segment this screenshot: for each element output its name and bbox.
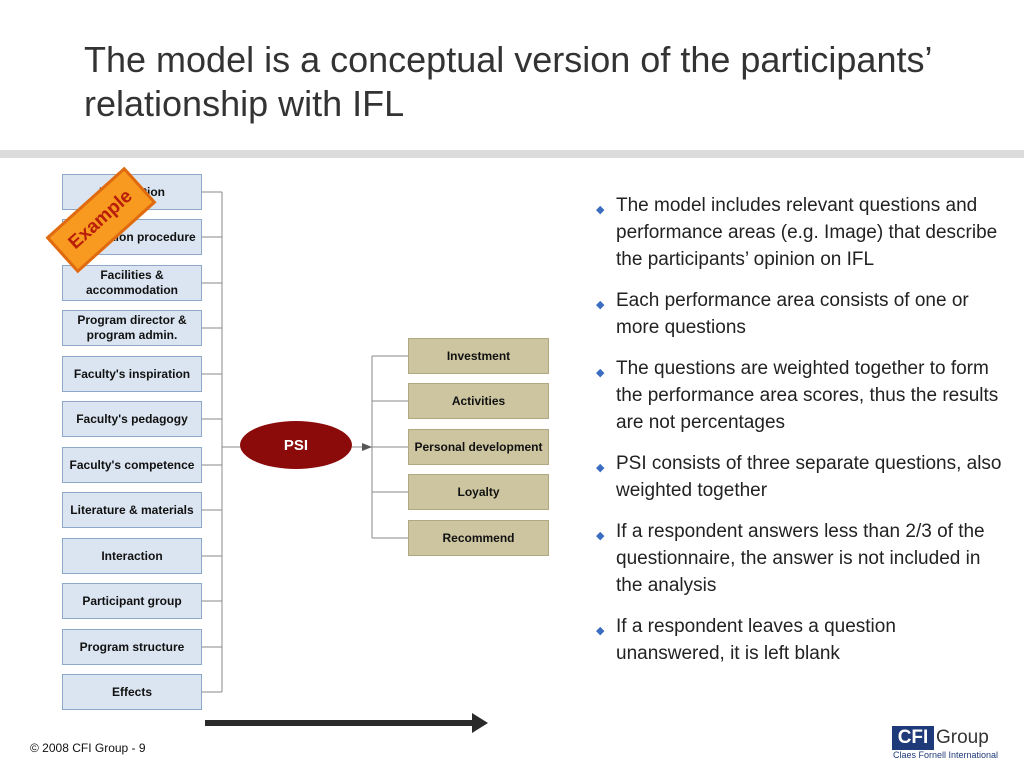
bullet-item: ◆The questions are weighted together to … [596, 358, 999, 433]
bullet-item: ◆PSI consists of three separate question… [596, 453, 1002, 501]
slide-title: The model is a conceptual version of the… [84, 39, 932, 124]
driver-box: Faculty's pedagogy [62, 401, 202, 437]
logo-tagline: Claes Fornell International [893, 750, 999, 760]
diamond-bullet-icon: ◆ [596, 530, 605, 542]
cfi-group-logo: CFI Group Claes Fornell International [892, 726, 1010, 762]
driver-box: Faculty's competence [62, 447, 202, 483]
bullet-item: ◆If a respondent leaves a question unans… [596, 616, 896, 664]
diamond-bullet-icon: ◆ [596, 625, 605, 637]
title-divider [0, 150, 1024, 158]
driver-box: Faculty's inspiration [62, 356, 202, 392]
outcome-box: Personal development [408, 429, 549, 465]
timeline-arrow-icon [472, 713, 488, 733]
footer-copyright: © 2008 CFI Group - 9 [30, 741, 146, 755]
outcome-box: Recommend [408, 520, 549, 556]
diamond-bullet-icon: ◆ [596, 299, 605, 311]
outcome-box: Investment [408, 338, 549, 374]
driver-box: Literature & materials [62, 492, 202, 528]
diamond-bullet-icon: ◆ [596, 367, 605, 379]
logo-word: Group [936, 727, 989, 748]
driver-box: Program structure [62, 629, 202, 665]
bullet-item: ◆If a respondent answers less than 2/3 o… [596, 521, 985, 596]
bullet-list: ◆The model includes relevant questions a… [596, 192, 1006, 681]
bullet-item: ◆Each performance area consists of one o… [596, 290, 969, 338]
driver-box: Interaction [62, 538, 202, 574]
diamond-bullet-icon: ◆ [596, 462, 605, 474]
bullet-item: ◆The model includes relevant questions a… [596, 195, 998, 270]
diamond-bullet-icon: ◆ [596, 204, 605, 216]
driver-box: Program director & program admin. [62, 310, 202, 346]
outcome-box: Activities [408, 383, 549, 419]
timeline-arrow-shaft [205, 720, 475, 726]
driver-box: Participant group [62, 583, 202, 619]
driver-box: Effects [62, 674, 202, 710]
outcome-box: Loyalty [408, 474, 549, 510]
driver-box: Facilities & accommodation [62, 265, 202, 301]
arrow-to-outcomes-icon [362, 443, 372, 451]
logo-brand: CFI [892, 726, 934, 750]
psi-node: PSI [240, 421, 352, 469]
